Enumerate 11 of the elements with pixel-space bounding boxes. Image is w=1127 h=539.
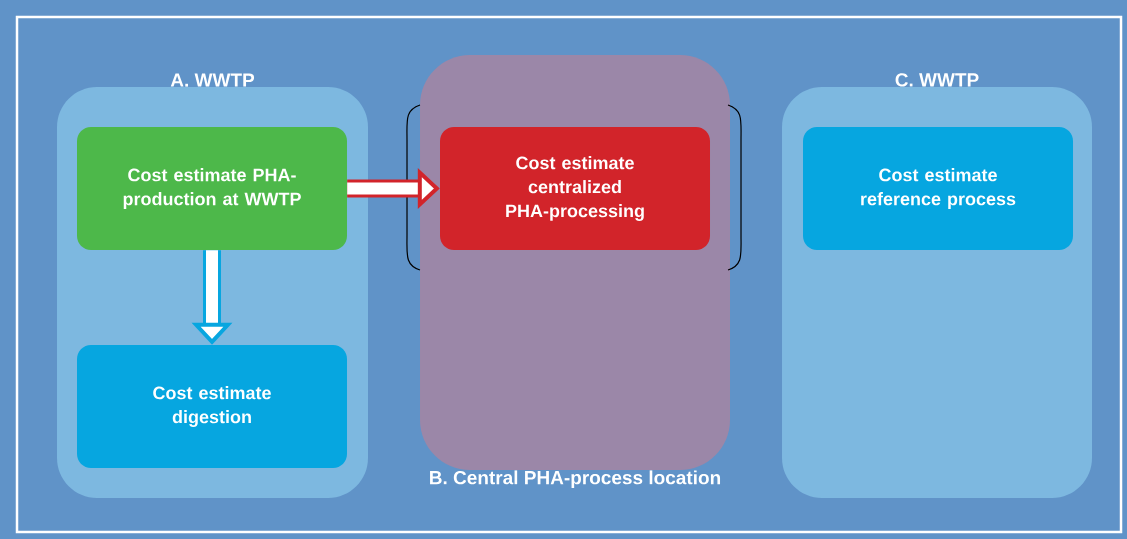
process-box	[77, 127, 347, 250]
group-heading: B. Central PHA-process location	[430, 470, 721, 489]
box-text: Cost estimate PHA-production at WWTP	[123, 168, 301, 209]
process-box	[803, 127, 1073, 250]
process-box	[440, 127, 710, 250]
process-box	[77, 345, 347, 468]
box-text: Cost estimate digestion	[153, 386, 271, 427]
group-heading: A. WWTP	[170, 73, 255, 87]
group-heading: C. WWTP	[895, 73, 979, 87]
box-text: Cost estimate centralized PHA-processing	[506, 156, 644, 221]
box-text: Cost estimate reference process	[861, 168, 1016, 209]
